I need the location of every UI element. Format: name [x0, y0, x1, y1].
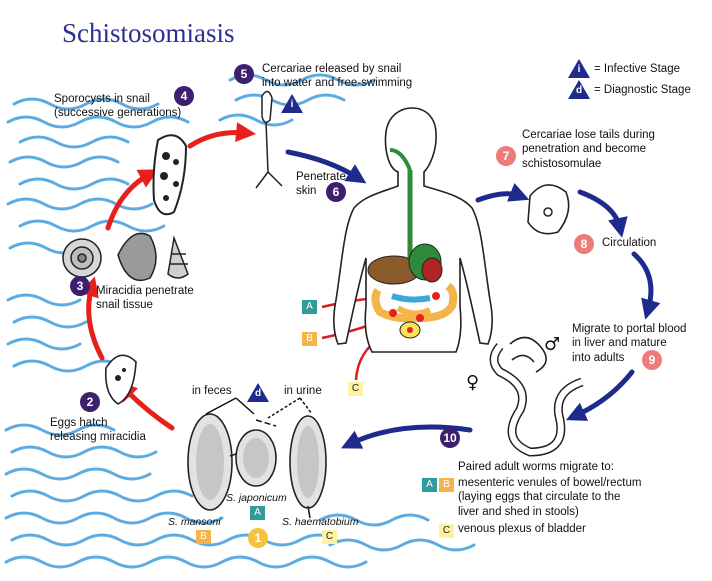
- infective-stage-marker: i: [287, 99, 297, 112]
- stage-4-text: Sporocysts in snail (successive generati…: [54, 92, 181, 121]
- stage-3-badge: 3: [70, 276, 90, 296]
- marker-b: B: [302, 332, 317, 346]
- diagnostic-legend-label: = Diagnostic Stage: [594, 83, 691, 97]
- adult-worm-pair: [494, 337, 582, 452]
- adult-worms-item-ab: mesenteric venules of bowel/rectum (layi…: [458, 476, 641, 519]
- stage-5-badge: 5: [234, 64, 254, 84]
- diagnostic-legend-symbol: d: [574, 85, 584, 98]
- stage-7-text: Cercariae lose tails during penetration …: [522, 128, 655, 171]
- stage-3-text: Miracidia penetrate snail tissue: [96, 284, 194, 313]
- code-c-legend: C: [439, 524, 454, 538]
- stage-7-badge: 7: [496, 146, 516, 166]
- stage-8-text: Circulation: [602, 236, 656, 250]
- stage-8-badge: 8: [574, 234, 594, 254]
- s-japonicum-code: A: [250, 506, 265, 520]
- male-symbol: ♂: [544, 334, 560, 355]
- female-symbol: ♀: [466, 372, 479, 393]
- snails: [63, 233, 188, 280]
- page-title: Schistosomiasis: [62, 18, 235, 49]
- s-mansoni-code: B: [196, 530, 211, 544]
- in-feces-label: in feces: [192, 384, 232, 398]
- stage-6-badge: 6: [326, 182, 346, 202]
- infective-legend-label: = Infective Stage: [594, 62, 680, 76]
- adult-worms-heading: Paired adult worms migrate to:: [458, 460, 614, 474]
- stage-5-text: Cercariae released by snail into water a…: [262, 62, 412, 91]
- code-a-legend: A: [422, 478, 437, 492]
- s-japonicum-label: S. japonicum: [226, 492, 287, 504]
- schistosomulum: [528, 185, 569, 234]
- stage-2-badge: 2: [80, 392, 100, 412]
- stage-10-badge: 10: [440, 428, 460, 448]
- code-b-legend: B: [439, 478, 454, 492]
- infective-legend-symbol: i: [574, 64, 584, 77]
- cercaria: [256, 91, 282, 188]
- stage-2-text: Eggs hatch releasing miracidia: [50, 416, 146, 445]
- in-urine-label: in urine: [284, 384, 322, 398]
- diagnostic-stage-marker: d: [253, 388, 263, 401]
- marker-a: A: [302, 300, 317, 314]
- s-haematobium-label: S. haematobium: [282, 516, 358, 528]
- stage-9-text: Migrate to portal blood in liver and mat…: [572, 322, 686, 365]
- s-mansoni-label: S. mansoni: [168, 516, 221, 528]
- marker-c: C: [348, 382, 363, 396]
- adult-worms-item-c: venous plexus of bladder: [458, 522, 586, 536]
- stage-9-badge: 9: [642, 350, 662, 370]
- s-haematobium-code: C: [322, 530, 337, 544]
- sporocyst: [154, 135, 187, 214]
- stage-1-badge: 1: [248, 528, 268, 548]
